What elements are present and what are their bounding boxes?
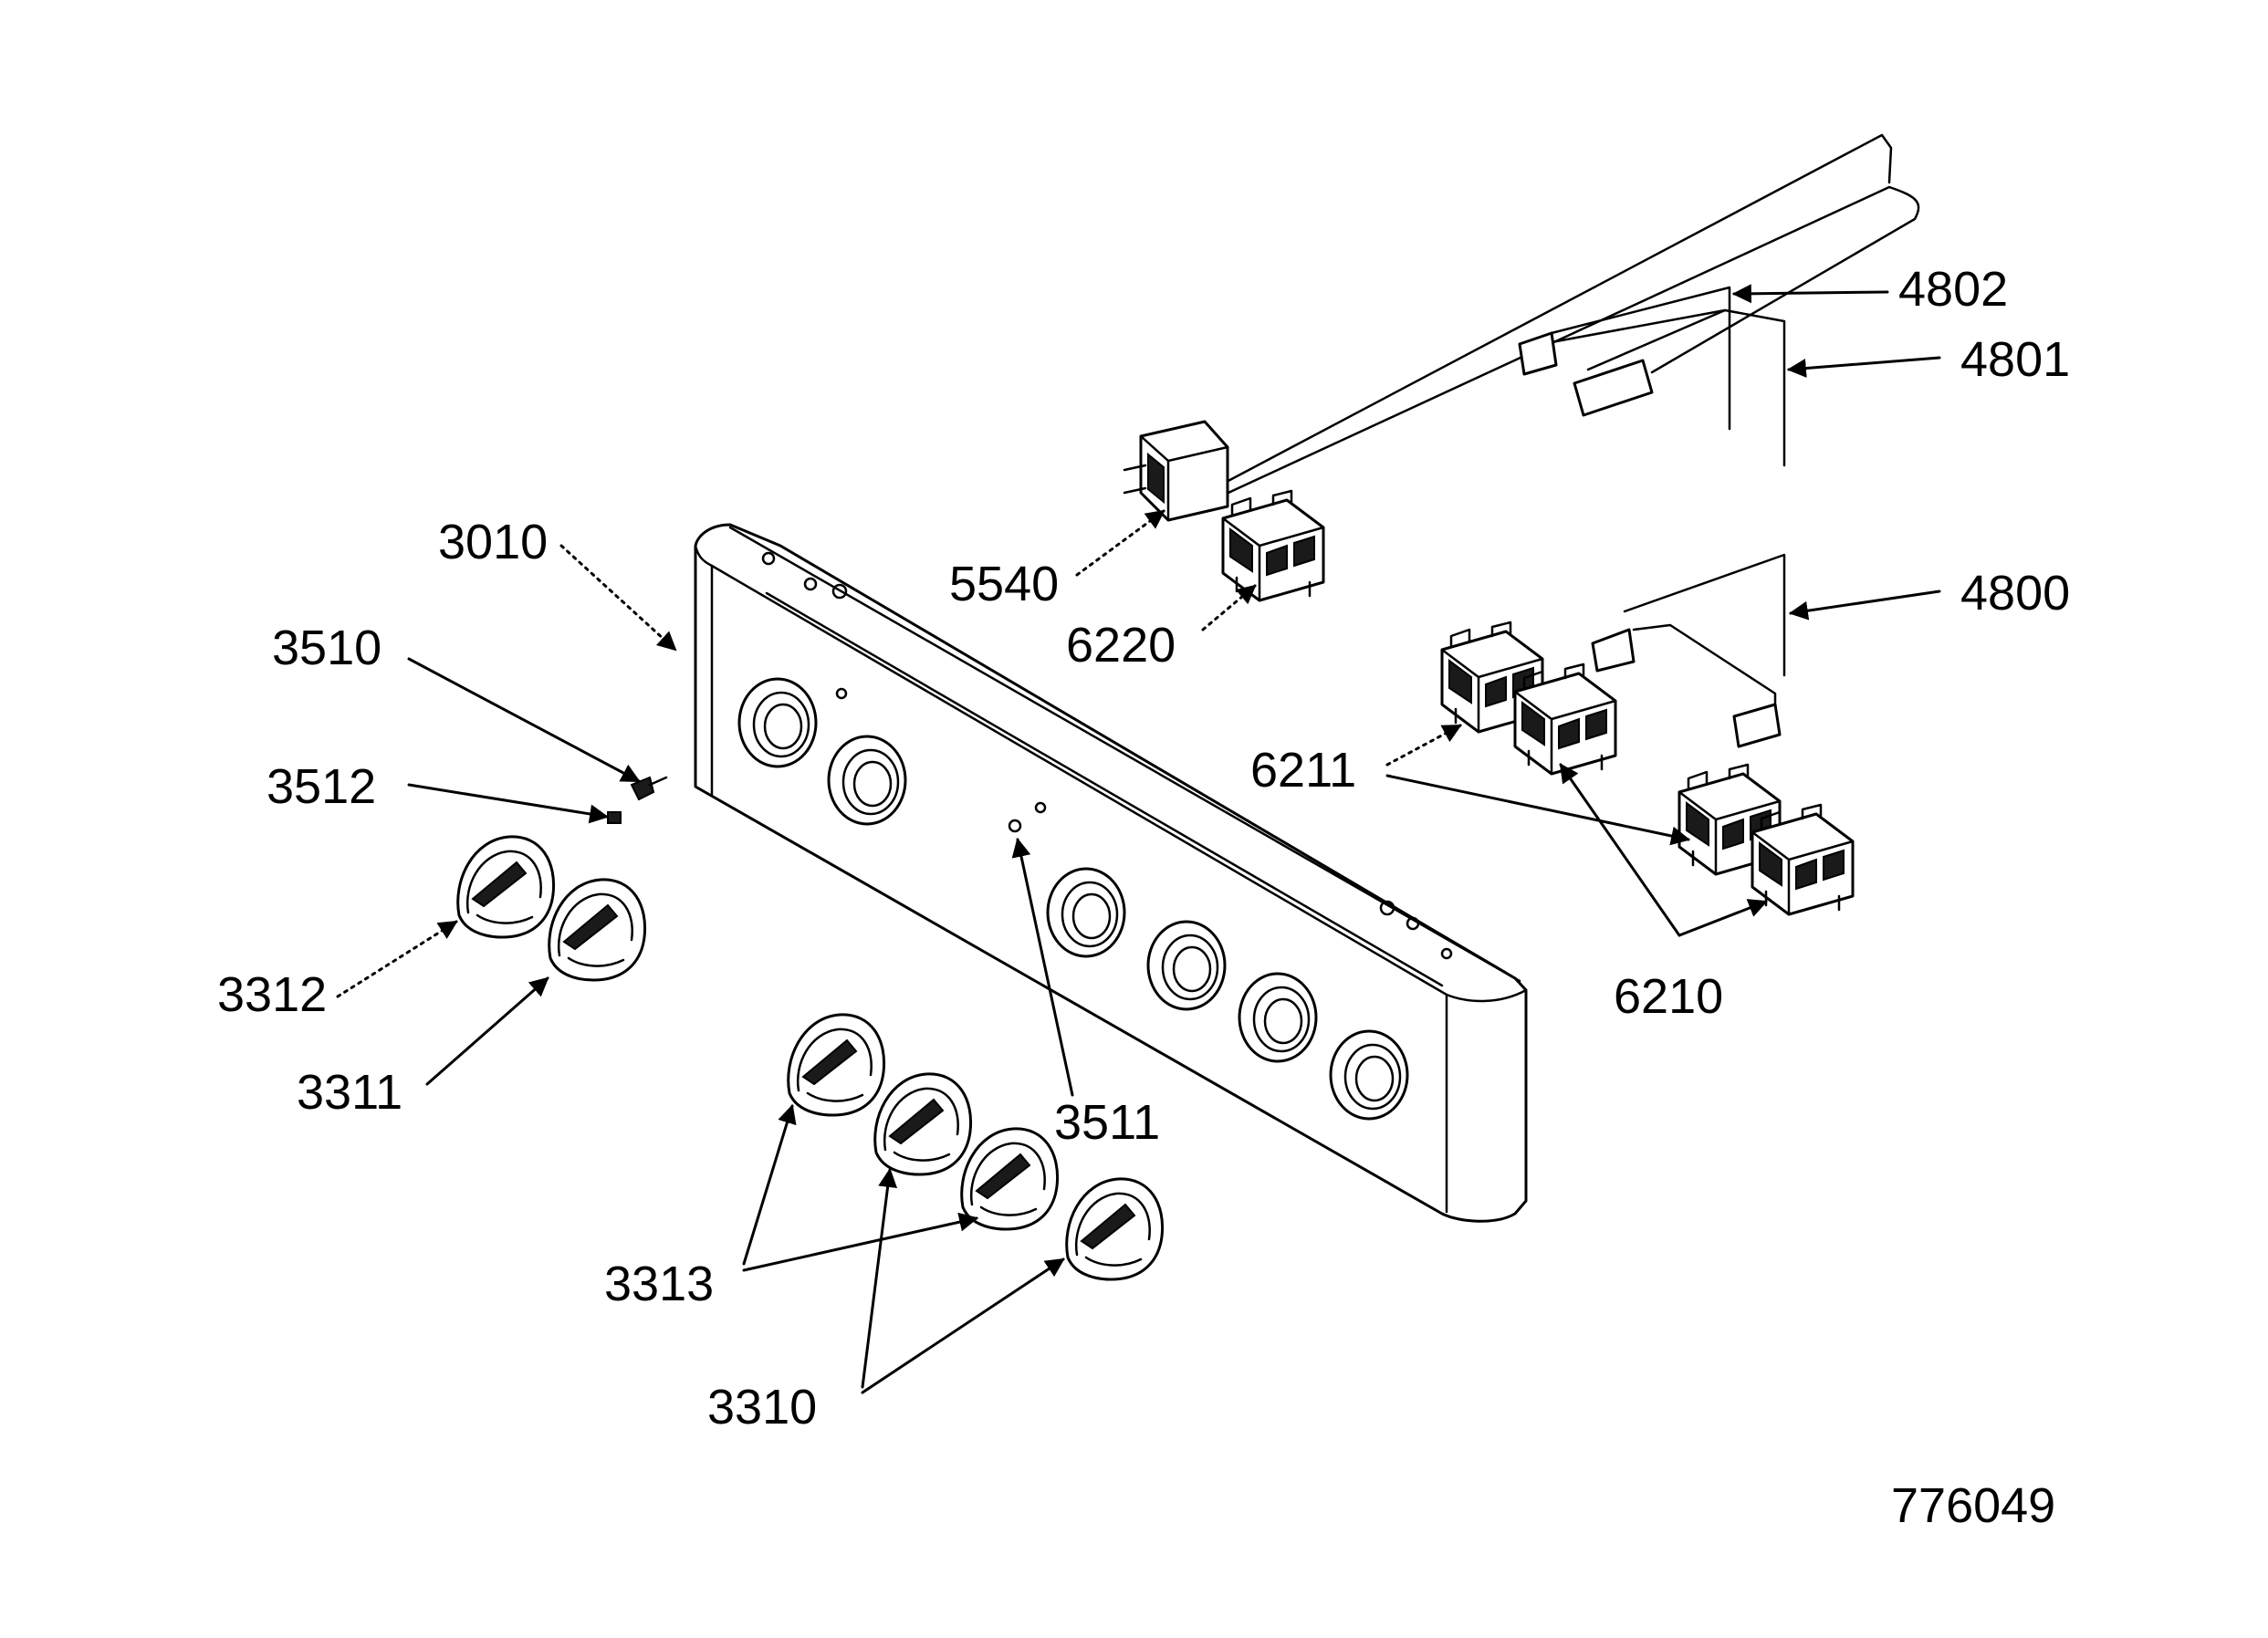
part-6220-block — [1221, 489, 1325, 602]
label-3312: 3312 — [217, 967, 327, 1022]
label-4802: 4802 — [1898, 262, 2008, 317]
wiring-harness-4800 — [1591, 553, 1786, 748]
label-4800: 4800 — [1960, 566, 2070, 621]
part-3512-screw — [607, 811, 622, 824]
leader-lines — [336, 284, 1941, 1394]
label-3510: 3510 — [272, 621, 381, 675]
label-4801: 4801 — [1960, 332, 2070, 387]
label-6220: 6220 — [1066, 618, 1176, 673]
control-panel — [694, 523, 1528, 1223]
label-3010: 3010 — [438, 515, 548, 569]
knob-3310-b — [1065, 1177, 1165, 1281]
knob-3312 — [456, 835, 556, 939]
label-3311: 3311 — [297, 1065, 402, 1120]
part-3510-clip — [630, 776, 668, 801]
label-3313: 3313 — [604, 1257, 714, 1311]
label-3511: 3511 — [1054, 1095, 1160, 1150]
label-5540: 5540 — [949, 557, 1059, 611]
label-3310: 3310 — [707, 1380, 817, 1435]
knob-3311 — [548, 878, 647, 982]
knob-3310-a — [873, 1072, 973, 1176]
label-3512: 3512 — [267, 759, 376, 814]
part-5540-switch — [1123, 420, 1229, 522]
diagram-reference-number: 776049 — [1891, 1478, 2055, 1533]
knob-3313-a — [787, 1013, 886, 1117]
knob-3313-b — [960, 1127, 1060, 1231]
wiring-harness — [1217, 133, 1920, 499]
label-6211: 6211 — [1250, 743, 1356, 798]
label-6210: 6210 — [1614, 969, 1723, 1024]
